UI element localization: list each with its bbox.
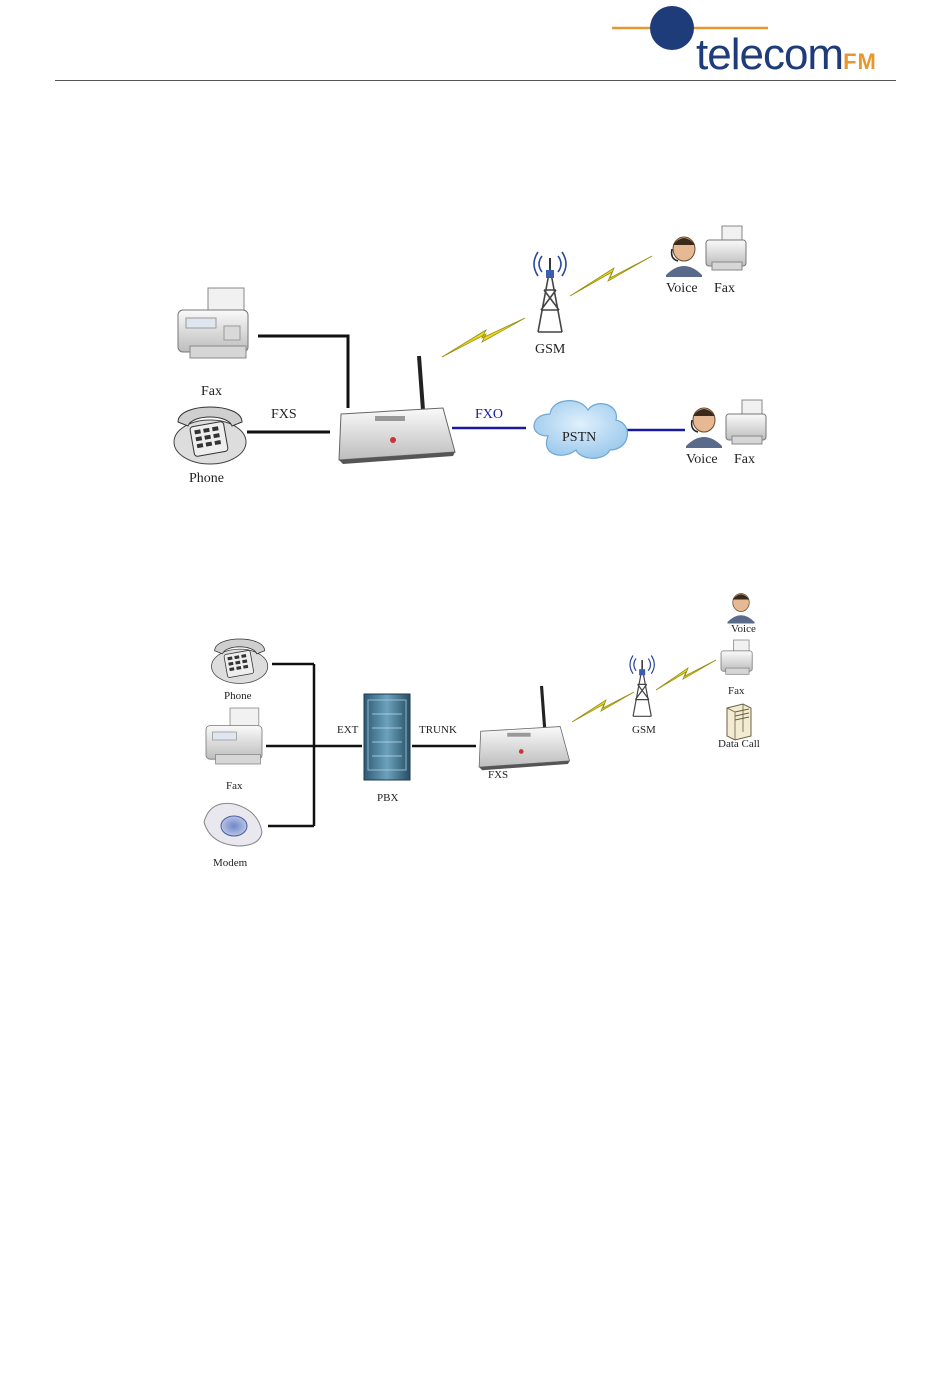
label-gsm-voice: Voice (666, 281, 698, 296)
diagram-2: Phone Fax Modem EXT TRUNK PBX FXS GSM Vo… (204, 594, 760, 870)
label-gsm-fax: Fax (714, 281, 735, 296)
diagram-1: Fax Phone FXS FXO GSM PSTN Voice Fax Voi… (174, 226, 766, 486)
label-modem: Modem (213, 857, 248, 869)
label-pstn-fax: Fax (734, 452, 755, 467)
label-fxs: FXS (488, 769, 508, 781)
label-fax-right: Fax (728, 685, 745, 697)
fax-machine-icon (206, 708, 262, 764)
operator-headset-icon (728, 594, 755, 624)
label-pbx: PBX (377, 792, 398, 804)
computer-tower-icon (727, 704, 751, 740)
label-ext: EXT (337, 724, 359, 736)
label-data-call: Data Call (718, 738, 760, 750)
lightning-icon (570, 256, 652, 296)
desk-phone-icon (212, 639, 268, 683)
fax-machine-icon (178, 288, 248, 358)
gsm-tower-icon (534, 252, 566, 332)
label-fax-left: Fax (201, 384, 222, 399)
lightning-icon (656, 660, 716, 690)
label-gsm: GSM (535, 342, 566, 357)
fax-machine-icon (721, 640, 752, 674)
label-phone-left: Phone (189, 471, 224, 486)
label-phone: Phone (224, 690, 252, 702)
label-trunk: TRUNK (419, 724, 457, 736)
fax-machine-icon (726, 400, 766, 444)
gsm-gateway-device-icon (339, 356, 455, 464)
gsm-gateway-device-icon (479, 686, 569, 770)
lightning-icon (572, 692, 634, 722)
fax-machine-icon (706, 226, 746, 270)
lightning-icon (442, 318, 525, 357)
label-fax: Fax (226, 780, 243, 792)
operator-headset-icon (686, 408, 722, 448)
label-fxs: FXS (271, 407, 297, 422)
operator-headset-icon (666, 237, 702, 277)
desk-phone-icon (174, 407, 246, 464)
gsm-tower-icon (630, 656, 654, 717)
fax-to-gateway-link (258, 336, 348, 408)
label-fxo: FXO (475, 407, 503, 422)
pbx-rack-icon (364, 694, 410, 780)
label-voice: Voice (731, 623, 756, 635)
label-pstn-voice: Voice (686, 452, 718, 467)
label-pstn: PSTN (562, 430, 596, 445)
label-gsm: GSM (632, 724, 656, 736)
modem-icon (204, 803, 262, 846)
